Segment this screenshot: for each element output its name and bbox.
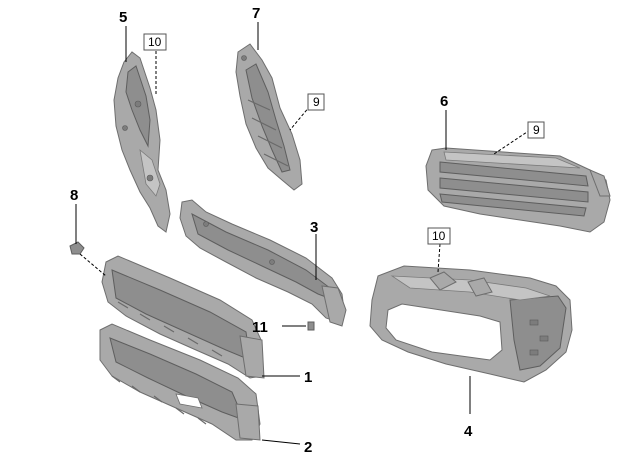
boxed-callout-10-top: 10 bbox=[143, 33, 167, 51]
leader-lines bbox=[75, 22, 531, 445]
callout-10-right: 10 bbox=[432, 229, 446, 243]
part-3-bracket bbox=[179, 199, 347, 327]
part-2-deflector bbox=[99, 323, 261, 441]
callout-9-left: 9 bbox=[313, 95, 320, 109]
part-5-air-guide bbox=[113, 51, 171, 233]
callout-3: 3 bbox=[310, 219, 318, 236]
part-11-screw bbox=[307, 321, 315, 331]
callout-1: 1 bbox=[304, 369, 312, 386]
callout-2: 2 bbox=[304, 439, 312, 456]
boxed-callout-10-right: 10 bbox=[427, 227, 451, 245]
callout-10-top: 10 bbox=[148, 35, 162, 49]
part-4-frame bbox=[369, 265, 573, 383]
boxed-callout-9-right: 9 bbox=[527, 121, 545, 139]
part-7-shroud bbox=[235, 43, 303, 191]
callout-6: 6 bbox=[440, 93, 448, 110]
part-6-louver-grille bbox=[425, 147, 611, 233]
part-1-deflector bbox=[101, 255, 265, 379]
callout-9-right: 9 bbox=[533, 123, 540, 137]
callout-5: 5 bbox=[119, 9, 127, 26]
boxed-callout-9-left: 9 bbox=[307, 93, 325, 111]
part-8-clip bbox=[69, 241, 85, 255]
callout-7: 7 bbox=[252, 5, 260, 22]
callout-8: 8 bbox=[70, 187, 78, 204]
callout-11: 11 bbox=[252, 319, 268, 336]
callout-4: 4 bbox=[464, 423, 473, 440]
